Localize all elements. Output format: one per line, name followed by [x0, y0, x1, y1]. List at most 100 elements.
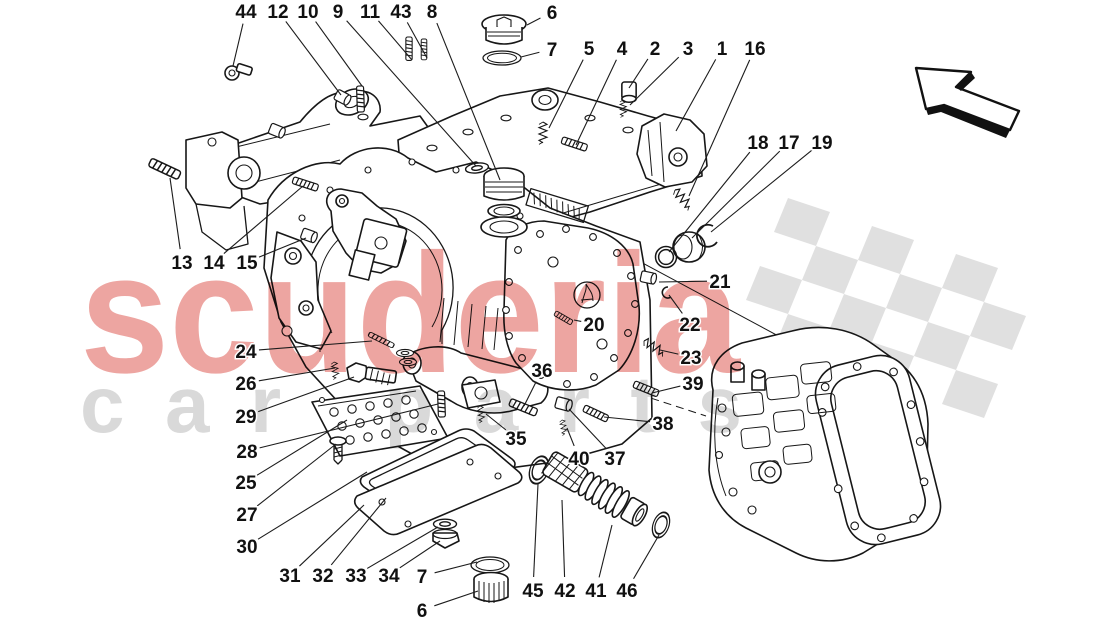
callout-8: 8	[427, 2, 438, 23]
leader-line-24	[258, 340, 373, 351]
callout-45: 45	[522, 581, 544, 602]
watermark: scuderia car parts	[80, 219, 742, 449]
callout-36: 36	[531, 361, 552, 382]
callout-46: 46	[616, 581, 637, 602]
cavallino-emblem	[573, 281, 601, 309]
leader-line-27	[256, 443, 337, 507]
callout-20: 20	[583, 315, 604, 336]
leader-line-26	[258, 367, 336, 382]
callout-43: 43	[390, 2, 411, 23]
clip-44	[224, 62, 253, 81]
callout-9: 9	[333, 2, 344, 23]
drain-plug-bottom	[473, 571, 509, 603]
callout-17: 17	[778, 133, 799, 154]
callout-2: 2	[650, 39, 661, 60]
leader-line-28	[259, 403, 439, 449]
breather-plug-stack	[464, 160, 528, 238]
callout-35: 35	[505, 429, 527, 450]
oil-strainer-and-sump-cover	[311, 385, 523, 603]
leader-line-40	[566, 427, 575, 447]
callout-18: 18	[747, 133, 768, 154]
direction-arrow-icon	[914, 66, 1021, 138]
callout-3: 3	[683, 39, 694, 60]
leader-line-22	[668, 294, 683, 314]
callout-1: 1	[717, 39, 728, 60]
callout-16: 16	[744, 39, 765, 60]
cover-bolt-holes	[502, 225, 639, 388]
leader-line-30	[257, 471, 368, 540]
callout-25: 25	[235, 473, 257, 494]
callout-24: 24	[235, 342, 257, 363]
leader-line-3	[629, 56, 680, 106]
callout-31: 31	[279, 566, 301, 587]
callout-22: 22	[679, 315, 700, 336]
callout-4: 4	[617, 39, 628, 60]
seal-ring-top	[482, 50, 522, 66]
ferrari-nameplate	[525, 187, 589, 224]
technical-line-art	[147, 14, 1021, 603]
callout-11: 11	[360, 2, 381, 23]
screw-27	[329, 436, 347, 465]
flag-tile	[802, 246, 858, 294]
leader-line-13	[169, 177, 181, 250]
callout-26: 26	[235, 374, 256, 395]
flag-tile	[914, 322, 970, 370]
callout-28: 28	[236, 442, 257, 463]
leader-line-11	[378, 20, 413, 61]
leader-line-41	[598, 524, 613, 578]
nut-34	[432, 528, 460, 549]
leader-line-17	[691, 150, 781, 239]
leader-line-16	[688, 59, 751, 197]
flag-tile	[858, 226, 914, 274]
leader-line-33	[366, 526, 439, 569]
callout-5: 5	[584, 39, 595, 60]
leader-line-46	[633, 534, 660, 580]
callout-6: 6	[417, 601, 428, 621]
rear-cover-casting	[708, 326, 942, 562]
leader-line-38	[603, 416, 651, 423]
callout-6: 6	[547, 3, 558, 24]
leader-line-45	[533, 483, 539, 578]
leader-line-7	[434, 561, 478, 574]
callout-30: 30	[236, 537, 257, 558]
flag-tile	[942, 254, 998, 302]
callout-19: 19	[811, 133, 832, 154]
leader-line-31	[299, 504, 365, 567]
leader-line-36	[523, 381, 537, 407]
watermark-secondary-text: car parts	[80, 360, 742, 449]
leader-line-18	[668, 151, 751, 253]
callout-44: 44	[235, 2, 257, 23]
callout-21: 21	[709, 272, 731, 293]
flag-tile	[970, 302, 1026, 350]
callout-27: 27	[236, 505, 257, 526]
side-cover-plate	[502, 187, 641, 391]
leader-line-6	[526, 17, 541, 26]
leader-line-7	[520, 51, 540, 58]
callout-23: 23	[680, 348, 701, 369]
leader-line-1	[675, 59, 717, 132]
leader-line-15	[258, 237, 307, 258]
leader-line-4	[575, 59, 617, 146]
leader-line-39	[651, 385, 681, 394]
leader-line-6	[434, 590, 479, 607]
callout-42: 42	[554, 581, 575, 602]
leader-line-12	[285, 21, 342, 96]
leader-line-42	[561, 499, 566, 578]
leader-line-20	[573, 319, 582, 322]
callout-37: 37	[604, 449, 625, 470]
leader-line-44	[232, 23, 244, 67]
filler-plug-top	[481, 14, 527, 45]
flag-tile	[942, 370, 998, 418]
callout-32: 32	[312, 566, 333, 587]
oil-filter-assembly	[524, 451, 674, 541]
flag-tile	[746, 266, 802, 314]
callout-10: 10	[297, 2, 318, 23]
leader-line-9	[346, 20, 477, 167]
watermark-primary-text: scuderia	[80, 219, 741, 409]
leader-line-25	[256, 419, 348, 476]
leader-line-32	[330, 497, 387, 566]
callout-7: 7	[547, 40, 558, 61]
flag-tile	[886, 274, 942, 322]
